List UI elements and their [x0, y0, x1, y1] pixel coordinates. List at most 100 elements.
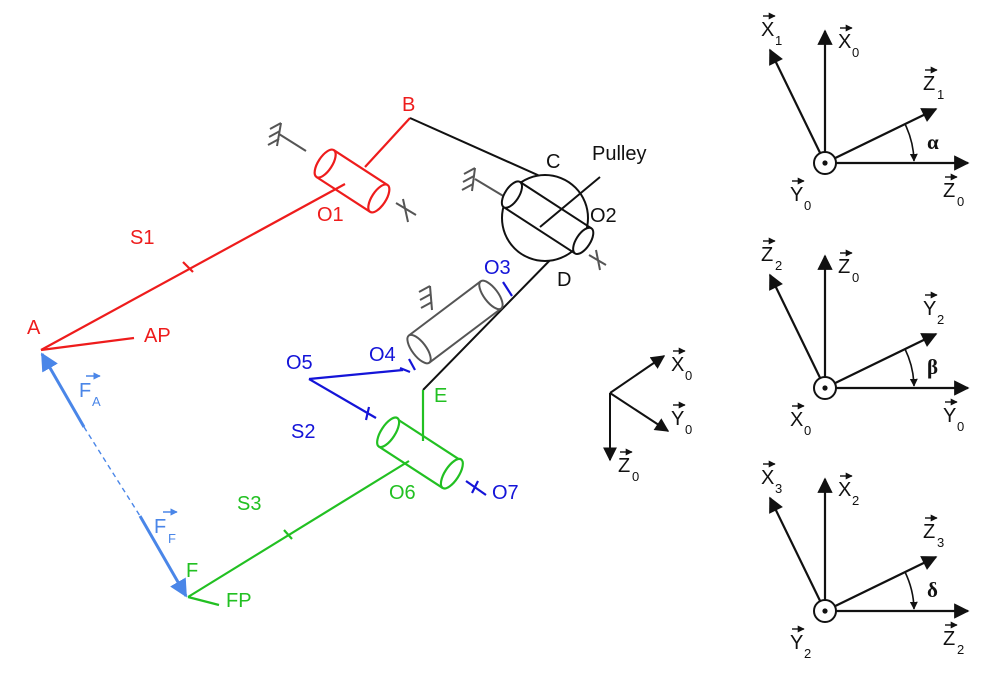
svg-text:0: 0	[685, 368, 692, 383]
svg-text:X: X	[671, 354, 684, 376]
s1-bar	[40, 183, 346, 351]
force-line-of-action	[83, 426, 141, 517]
cylinder-o1	[313, 148, 391, 214]
svg-text:Z: Z	[618, 455, 630, 477]
svg-text:Y: Y	[943, 405, 956, 427]
label-o6: O6	[389, 482, 416, 504]
label-b: B	[402, 94, 415, 116]
ground-o4	[418, 285, 433, 311]
s1-tick	[182, 261, 194, 273]
force-labels	[86, 372, 178, 516]
forces	[40, 352, 188, 598]
label-fp: FP	[226, 590, 252, 612]
force-fa-label: F	[79, 380, 91, 402]
svg-text:Z: Z	[923, 73, 935, 95]
label-e: E	[434, 385, 447, 407]
axis-up-rotated	[769, 273, 826, 389]
svg-text:0: 0	[632, 469, 639, 484]
axis-diagonal	[824, 333, 938, 389]
svg-text:0: 0	[852, 45, 859, 60]
svg-text:Y: Y	[790, 184, 803, 206]
label-a: A	[27, 317, 41, 339]
label-c: C	[546, 151, 560, 173]
force-fa-arrow	[40, 352, 86, 428]
axis-up-rotated	[769, 496, 826, 612]
svg-text:Z: Z	[761, 244, 773, 266]
label-o2: O2	[590, 205, 617, 227]
pulley-shaft	[500, 180, 595, 256]
svg-text:Z: Z	[943, 180, 955, 202]
svg-text:X: X	[838, 31, 851, 53]
angle-label: β	[927, 355, 938, 379]
label-o3: O3	[484, 257, 511, 279]
svg-text:X: X	[790, 409, 803, 431]
angle-arc	[904, 348, 918, 387]
angle-arc	[904, 123, 918, 162]
svg-text:2: 2	[957, 642, 964, 657]
force-fa-sub: A	[92, 394, 101, 409]
svg-text:X: X	[761, 467, 774, 489]
svg-text:0: 0	[685, 422, 692, 437]
svg-text:Z: Z	[923, 521, 935, 543]
svg-text:0: 0	[852, 270, 859, 285]
label-o5: O5	[286, 352, 313, 374]
label-s3: S3	[237, 493, 261, 515]
cylinder-o6	[376, 416, 464, 490]
svg-text:2: 2	[775, 258, 782, 273]
label-o1: O1	[317, 204, 344, 226]
ground-o1	[267, 122, 417, 223]
axis-diagonal	[824, 556, 938, 612]
svg-text:2: 2	[852, 493, 859, 508]
label-s1: S1	[130, 227, 154, 249]
force-ff-arrow	[138, 515, 188, 598]
axis-diagonal	[824, 108, 938, 164]
label-d: D	[557, 269, 571, 291]
svg-text:3: 3	[775, 481, 782, 496]
label-s2: S2	[291, 421, 315, 443]
svg-text:2: 2	[804, 646, 811, 661]
svg-text:2: 2	[937, 312, 944, 327]
svg-text:3: 3	[937, 535, 944, 550]
svg-text:0: 0	[804, 423, 811, 438]
svg-text:0: 0	[957, 419, 964, 434]
s3-bar	[187, 460, 410, 598]
svg-text:Y: Y	[923, 298, 936, 320]
link-s2	[308, 281, 513, 496]
svg-text:Z: Z	[838, 256, 850, 278]
link-s1	[40, 117, 411, 352]
force-ff-label: F	[154, 516, 166, 538]
label-o7: O7	[492, 482, 519, 504]
svg-text:X: X	[838, 479, 851, 501]
svg-text:0: 0	[804, 198, 811, 213]
cable	[409, 117, 561, 391]
svg-text:0: 0	[957, 194, 964, 209]
svg-text:1: 1	[937, 87, 944, 102]
svg-text:Y: Y	[671, 408, 684, 430]
label-f: F	[186, 560, 198, 582]
angle-arc	[904, 571, 918, 610]
angle-label: α	[927, 130, 939, 154]
label-o4: O4	[369, 344, 396, 366]
angle-label: δ	[927, 578, 938, 602]
